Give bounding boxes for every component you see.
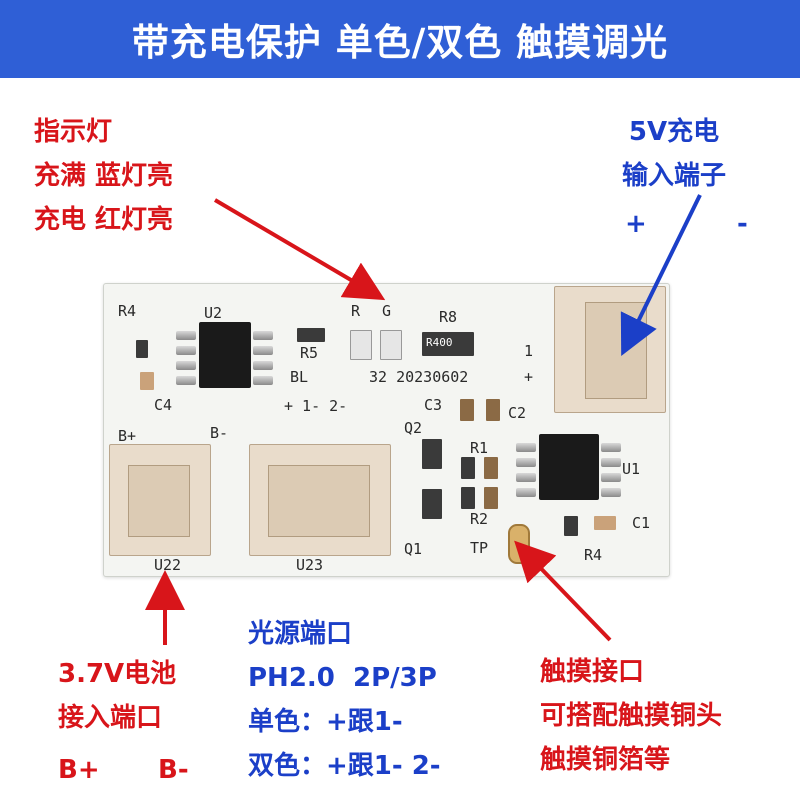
arrow-touch bbox=[514, 540, 612, 642]
r1b-capacitor bbox=[484, 457, 498, 479]
indicator-full: 充满 蓝灯亮 bbox=[34, 161, 174, 191]
q2-transistor bbox=[422, 439, 442, 469]
charge-input-label: 5V充电 输入端子 bbox=[622, 110, 726, 198]
silk-r1: R1 bbox=[470, 439, 489, 457]
silk-r: R bbox=[351, 302, 361, 320]
title-banner: 带充电保护 单色/双色 触摸调光 bbox=[0, 0, 800, 78]
touch-subtitle: 可搭配触摸铜头 bbox=[540, 701, 723, 731]
silk-c4: C4 bbox=[154, 396, 173, 414]
indicator-label: 指示灯 充满 蓝灯亮 充电 红灯亮 bbox=[34, 110, 173, 242]
r4-top-resistor bbox=[136, 340, 148, 358]
c3-capacitor bbox=[460, 399, 474, 421]
u1-chip bbox=[539, 434, 599, 500]
silk-r8: R8 bbox=[439, 308, 458, 326]
r1-resistor bbox=[461, 457, 475, 479]
r8-resistor bbox=[422, 332, 474, 356]
silk-r4-bottom: R4 bbox=[584, 546, 603, 564]
battery-subtitle: 接入端口 bbox=[58, 703, 163, 733]
silk-r2: R2 bbox=[470, 510, 489, 528]
silk-in-one: 1 bbox=[524, 342, 534, 360]
charge-minus: - bbox=[737, 209, 748, 239]
r4-bottom-resistor bbox=[564, 516, 578, 536]
silk-c3: C3 bbox=[424, 396, 443, 414]
u2-chip bbox=[199, 322, 251, 388]
silk-date: 32 20230602 bbox=[369, 368, 469, 386]
banner-title: 带充电保护 单色/双色 触摸调光 bbox=[131, 21, 669, 64]
light-source-dual: 双色：+跟1- 2- bbox=[248, 751, 441, 781]
silk-u23: U23 bbox=[296, 556, 324, 574]
battery-connector bbox=[109, 444, 211, 556]
silk-bl: BL bbox=[290, 368, 309, 386]
charge-input-subtitle: 输入端子 bbox=[622, 161, 727, 191]
silk-q1: Q1 bbox=[404, 540, 423, 558]
silk-tp: TP bbox=[470, 539, 489, 557]
pcb-board: R4 U2 R G R8 R400 R5 BL 32 20230602 C4 C… bbox=[103, 283, 670, 577]
charge-plus: + bbox=[625, 209, 647, 239]
battery-bminus: B- bbox=[158, 755, 189, 785]
silk-bplus: B+ bbox=[118, 427, 137, 445]
silk-q2: Q2 bbox=[404, 419, 423, 437]
light-source-spec: PH2.0 2P/3P bbox=[248, 663, 437, 693]
light-source-connector bbox=[249, 444, 391, 556]
led-blue bbox=[380, 330, 402, 360]
touch-note: 触摸铜箔等 bbox=[540, 745, 671, 775]
silk-light-pins: + 1- 2- bbox=[284, 397, 348, 415]
light-source-title: 光源端口 bbox=[248, 619, 353, 649]
arrow-charge-input bbox=[620, 194, 702, 356]
q1-transistor bbox=[422, 489, 442, 519]
c1-capacitor bbox=[594, 516, 616, 530]
silk-u1: U1 bbox=[622, 460, 641, 478]
led-red bbox=[350, 330, 372, 360]
touch-label: 触摸接口 可搭配触摸铜头 触摸铜箔等 bbox=[540, 650, 722, 782]
silk-r5: R5 bbox=[300, 344, 319, 362]
indicator-charging: 充电 红灯亮 bbox=[34, 205, 174, 235]
c4-capacitor bbox=[140, 372, 154, 390]
light-source-single: 单色：+跟1- bbox=[248, 707, 403, 737]
r5-resistor bbox=[297, 328, 325, 342]
silk-c2: C2 bbox=[508, 404, 527, 422]
touch-title: 触摸接口 bbox=[540, 657, 645, 687]
r2-resistor bbox=[461, 487, 475, 509]
c2-capacitor bbox=[486, 399, 500, 421]
silk-u2: U2 bbox=[204, 304, 223, 322]
charge-input-title: 5V充电 bbox=[628, 117, 720, 147]
silk-c1: C1 bbox=[632, 514, 651, 532]
arrow-indicator bbox=[213, 198, 386, 301]
battery-bplus: B+ bbox=[58, 755, 100, 785]
r2b-capacitor bbox=[484, 487, 498, 509]
silk-bminus: B- bbox=[210, 424, 229, 442]
light-source-label: 光源端口 PH2.0 2P/3P 单色：+跟1- 双色：+跟1- 2- bbox=[248, 612, 441, 788]
silk-u22: U22 bbox=[154, 556, 182, 574]
silk-g: G bbox=[382, 302, 392, 320]
silk-in-plus: + bbox=[524, 368, 534, 386]
indicator-title: 指示灯 bbox=[34, 117, 113, 147]
silk-r400: R400 bbox=[426, 336, 453, 349]
battery-label: 3.7V电池 接入端口 bbox=[58, 652, 176, 740]
battery-title: 3.7V电池 bbox=[58, 659, 177, 689]
silk-r4-top: R4 bbox=[118, 302, 137, 320]
